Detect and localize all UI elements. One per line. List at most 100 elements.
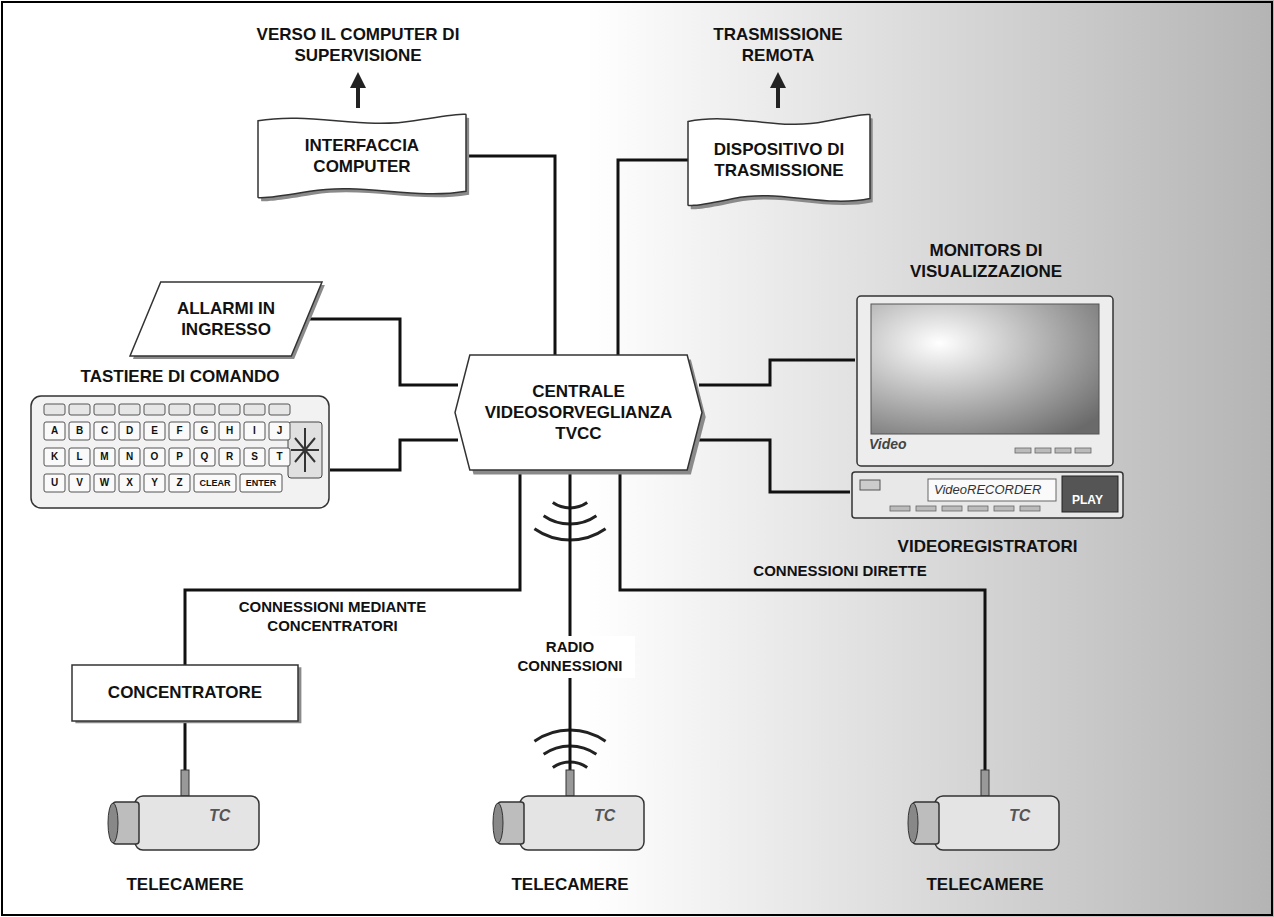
key-label: Z [169,474,190,492]
camera-body [520,796,644,850]
key [244,448,265,466]
monitor-button [1015,448,1031,453]
caption-label: TRASMISSIONE REMOTA [688,24,868,67]
key [169,474,190,492]
camera-lens-glass [493,803,503,843]
node-text: VIDEOREGISTRATORI [850,536,1125,557]
key [244,404,265,415]
key [169,404,190,415]
camera-body [935,796,1059,850]
outline [688,114,870,205]
node-text: VideoRECORDER [934,482,1041,498]
key-label: K [44,448,65,466]
key [119,404,140,415]
camera-mount [981,770,989,796]
key [94,422,115,440]
key [119,422,140,440]
camera-lens-glass [908,803,918,843]
display-monitor: MONITORS DI VISUALIZZAZIONEVideo [855,240,1117,468]
recorder-button [1020,506,1040,511]
key-label: P [169,448,190,466]
key [144,448,165,466]
node-text: INTERFACCIA COMPUTER [280,135,444,178]
key [144,422,165,440]
key-label: W [94,474,115,492]
banner-outline [688,112,870,208]
key [194,448,215,466]
node-text: PLAY [1072,493,1103,508]
key [44,448,65,466]
recorder-body [852,472,1123,518]
key-label: J [269,422,290,440]
key [194,474,236,492]
key [119,448,140,466]
keyboard-case [31,396,329,508]
key-label: E [144,422,165,440]
outline [72,665,298,721]
connector-line [618,160,690,355]
key-label: O [144,448,165,466]
key-label: V [69,474,90,492]
caption-label: VERSO IL COMPUTER DI SUPERVISIONE [248,24,468,67]
key [219,448,240,466]
control-keyboard: TASTIERE DI COMANDO [30,366,330,512]
key [144,474,165,492]
outline [455,355,702,470]
camera-mount [181,770,189,796]
recorder-slot [860,480,880,490]
keyboard-body [30,366,330,512]
key [69,422,90,440]
video-recorder: VideoRECORDER PLAY VIDEOREGISTRATORI [850,470,1125,568]
node-text: TELECAMERE [490,874,650,895]
connector-line [330,440,458,470]
recorder-button [994,506,1014,511]
monitor-button [1055,448,1071,453]
recorder-button [968,506,988,511]
key-label: X [119,474,140,492]
connector-line [308,319,458,385]
key-label: Y [144,474,165,492]
interface-banner: INTERFACCIA COMPUTER [258,112,466,200]
key [194,404,215,415]
key-label: ENTER [240,474,282,492]
key-label: M [94,448,115,466]
key-label: N [119,448,140,466]
key [144,404,165,415]
outline [258,114,466,197]
key-label: F [169,422,190,440]
key-label: L [69,448,90,466]
monitor-screen [871,304,1099,434]
connection-label: RADIO CONNESSIONI [505,636,635,678]
key [119,474,140,492]
joystick-pad [288,422,322,478]
key [219,404,240,415]
key-label: T [269,448,290,466]
camera-lens-glass [108,803,118,843]
key-label: I [244,422,265,440]
key [94,474,115,492]
camera: TCTELECAMERE [105,770,265,902]
key [269,404,290,415]
transmitter-banner: DISPOSITIVO DI TRASMISSIONE [688,112,870,208]
joystick-star [291,428,319,472]
key [194,422,215,440]
up-arrow [776,80,780,108]
key [219,422,240,440]
key-label: D [119,422,140,440]
key [269,448,290,466]
recorder-button [942,506,962,511]
concentrator-box: CONCENTRATORE [72,665,298,721]
node-text: DISPOSITIVO DI TRASMISSIONE [704,139,854,182]
connector-line [699,360,855,385]
camera: TCTELECAMERE [905,770,1065,902]
node-text: TELECAMERE [105,874,265,895]
key-label: R [219,448,240,466]
recorder-button [916,506,936,511]
monitor-button [1035,448,1051,453]
node-text: TASTIERE DI COMANDO [30,366,330,387]
connector-line [184,721,187,770]
key-label: CLEAR [194,474,236,492]
node-text: CENTRALE VIDEOSORVEGLIANZA TVCC [477,381,680,445]
